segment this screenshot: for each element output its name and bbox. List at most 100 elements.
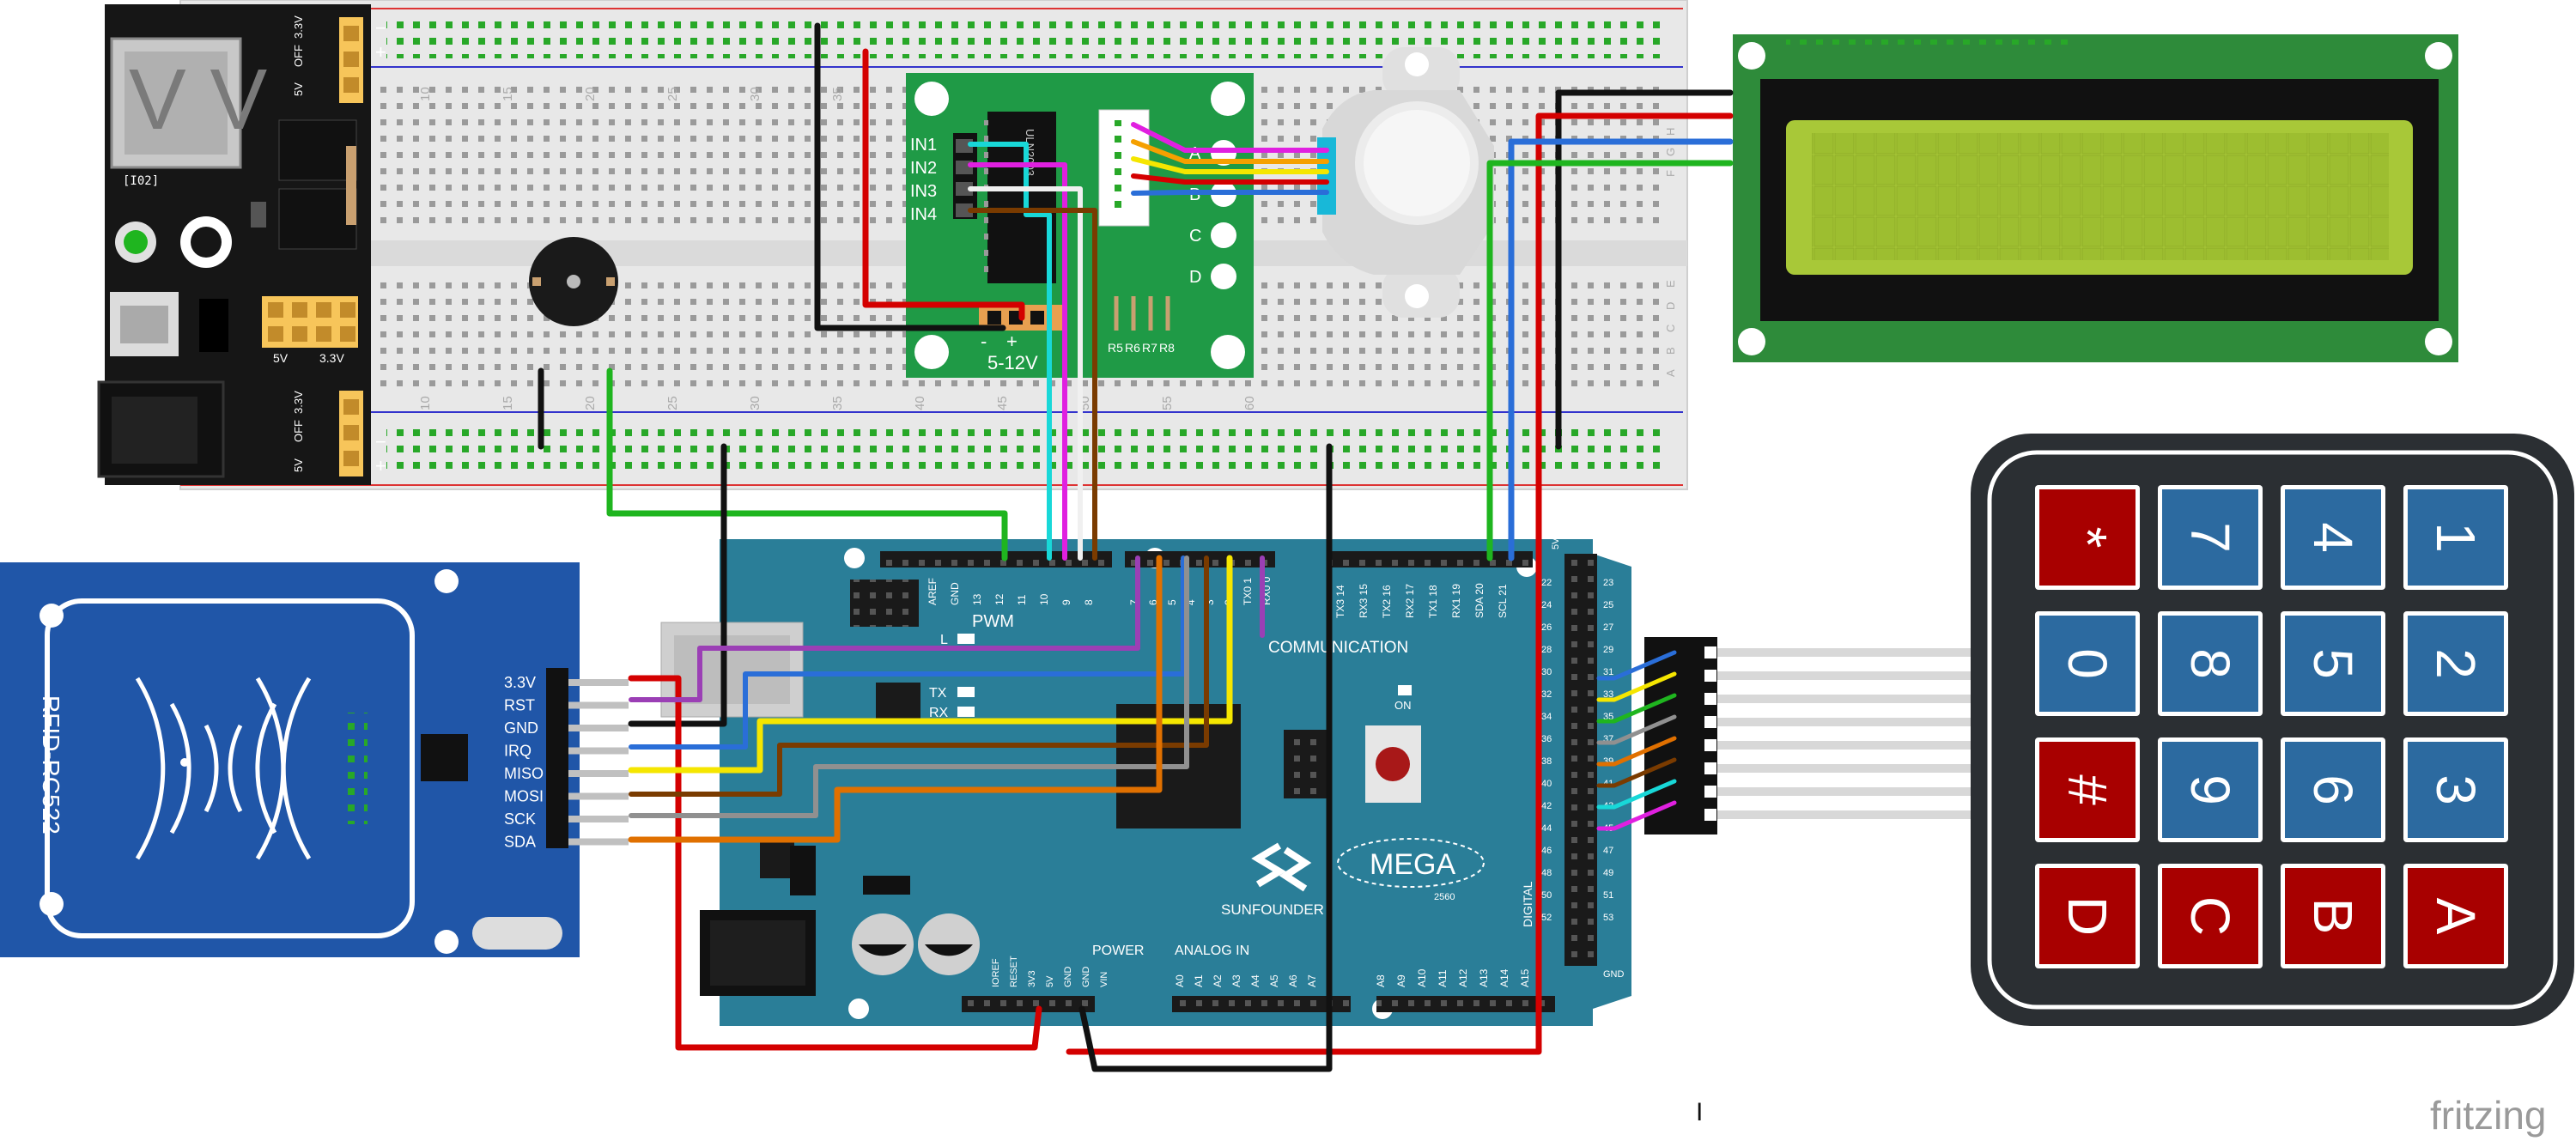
keypad-key[interactable]: [2162, 489, 2258, 586]
arduino-pin-label: 25: [1603, 600, 1613, 610]
communication-label: COMMUNICATION: [1268, 639, 1408, 657]
keypad-key-label: A: [2425, 898, 2487, 935]
wire-yellow-keypad: [1596, 671, 1677, 702]
wire-cyan-in1: [968, 142, 1052, 561]
led-label-l: L: [940, 633, 948, 647]
arduino-pin-label: 13: [971, 593, 983, 605]
keypad-key-label: 0: [2057, 648, 2118, 679]
arduino-pin-label: A14: [1498, 968, 1510, 987]
arduino-pin-label: A9: [1395, 974, 1407, 987]
arduino-pin-label: A5: [1268, 974, 1280, 987]
middle-jumper-block[interactable]: [262, 296, 358, 348]
arduino-pin-label: 47: [1603, 846, 1613, 856]
keypad-key[interactable]: [2039, 742, 2136, 838]
arduino-pin-label: 40: [1541, 779, 1552, 789]
bb-row-letter: E: [1664, 280, 1677, 288]
rfid-pin: [568, 725, 629, 731]
keypad-key[interactable]: [2408, 489, 2504, 586]
wires: [538, 22, 1734, 1072]
keypad-key[interactable]: [2408, 616, 2504, 712]
arduino-pin-label: A15: [1519, 968, 1531, 987]
arduino-pin-label: TX0 1: [1242, 578, 1254, 605]
keypad-key[interactable]: [2285, 742, 2381, 838]
voltage-label: 5V: [292, 458, 305, 472]
wire-blue-rfid-irq: [629, 555, 1186, 750]
voltage-label: 3.3V: [292, 391, 305, 414]
keypad-key[interactable]: [2285, 489, 2381, 586]
arduino-pin-label: 27: [1603, 622, 1613, 633]
arduino-pin-label: A3: [1230, 974, 1242, 987]
arduino-pin-label: 6: [1147, 599, 1159, 605]
keypad-key[interactable]: [2039, 868, 2136, 964]
wire-green-keypad: [1596, 693, 1677, 724]
jumper-label-5v: 5V: [273, 351, 289, 365]
keypad-key[interactable]: [2039, 616, 2136, 712]
rfid-pin: [568, 770, 629, 777]
arduino-pin-label: 22: [1541, 578, 1552, 588]
rfid-pin: [568, 838, 629, 846]
keypad-key[interactable]: [2162, 616, 2258, 712]
bb-col-number: 15: [501, 87, 515, 101]
resistor-label: R8: [1159, 341, 1175, 355]
driver-output-label: C: [1189, 227, 1201, 246]
wire-red-rfid-3v3: [628, 675, 1042, 1051]
arduino-pin-label: 33: [1603, 689, 1613, 700]
arduino-pin-label: 31: [1603, 667, 1613, 677]
arduino-pin-label: A13: [1478, 968, 1490, 987]
top-jumper[interactable]: [339, 17, 363, 103]
arduino-pin-label: A0: [1174, 974, 1186, 987]
wire-gray-keypad: [1596, 714, 1677, 745]
arduino-pin-label: 53: [1603, 913, 1613, 923]
rfid-pin: [568, 747, 629, 755]
arduino-pin-label: 52: [1541, 913, 1552, 923]
arduino-pin-label: RX3 15: [1358, 584, 1370, 618]
header-pin: [956, 203, 973, 217]
keypad-key-label: B: [2302, 898, 2364, 935]
wire-white-in3: [968, 186, 1083, 561]
keypad-key-label: C: [2179, 896, 2241, 936]
bb-col-number: 25: [665, 396, 680, 410]
keypad-key[interactable]: [2162, 742, 2258, 838]
rfid-name: RFID-RC522: [38, 695, 64, 835]
keypad-key[interactable]: [2039, 489, 2136, 586]
arduino-pin-label: 32: [1541, 689, 1552, 700]
bb-row-letter: H: [1664, 128, 1677, 136]
arduino-pin-label: 36: [1541, 734, 1552, 744]
led-label-rx: RX: [929, 706, 949, 720]
arduino-brand: SUNFOUNDER: [1221, 901, 1324, 918]
resistor-label: R7: [1142, 341, 1157, 355]
arduino-pin-label: 46: [1541, 846, 1552, 856]
bottom-jumper[interactable]: [339, 391, 363, 476]
keypad-key[interactable]: [2408, 868, 2504, 964]
bb-col-number: 30: [748, 87, 762, 101]
rfid-pin-label: RST: [504, 697, 535, 714]
sunfounder-logo-icon: [1251, 842, 1312, 892]
bottom-rail-plus: +: [375, 455, 386, 476]
arduino-pin-label: RESET: [1009, 956, 1019, 987]
driver-output-label: B: [1189, 185, 1200, 204]
arduino-pin-label: RX2 17: [1404, 584, 1416, 618]
arduino-pin-label: TX1 18: [1427, 585, 1439, 618]
wire-brown-keypad: [1596, 757, 1677, 788]
bb-col-number: 40: [913, 396, 927, 410]
arduino-pin-label: 42: [1541, 801, 1552, 811]
wire-blue-keypad: [1596, 650, 1677, 681]
arduino-pin-label: IOREF: [991, 958, 1001, 987]
keypad-key-label: 6: [2302, 774, 2364, 805]
wire-green-lcd-sda: [1486, 160, 1734, 561]
keypad-key[interactable]: [2408, 742, 2504, 838]
arduino-pin-label: 26: [1541, 622, 1552, 633]
arduino-pin-label: A6: [1287, 974, 1299, 987]
lcd-1602: [1733, 34, 2458, 362]
keypad-key[interactable]: [2285, 868, 2381, 964]
keypad-key[interactable]: [2162, 868, 2258, 964]
analog-header-label: ANALOG IN: [1175, 944, 1249, 958]
arduino-pin-label: A4: [1249, 974, 1261, 987]
keypad-key[interactable]: [2285, 616, 2381, 712]
